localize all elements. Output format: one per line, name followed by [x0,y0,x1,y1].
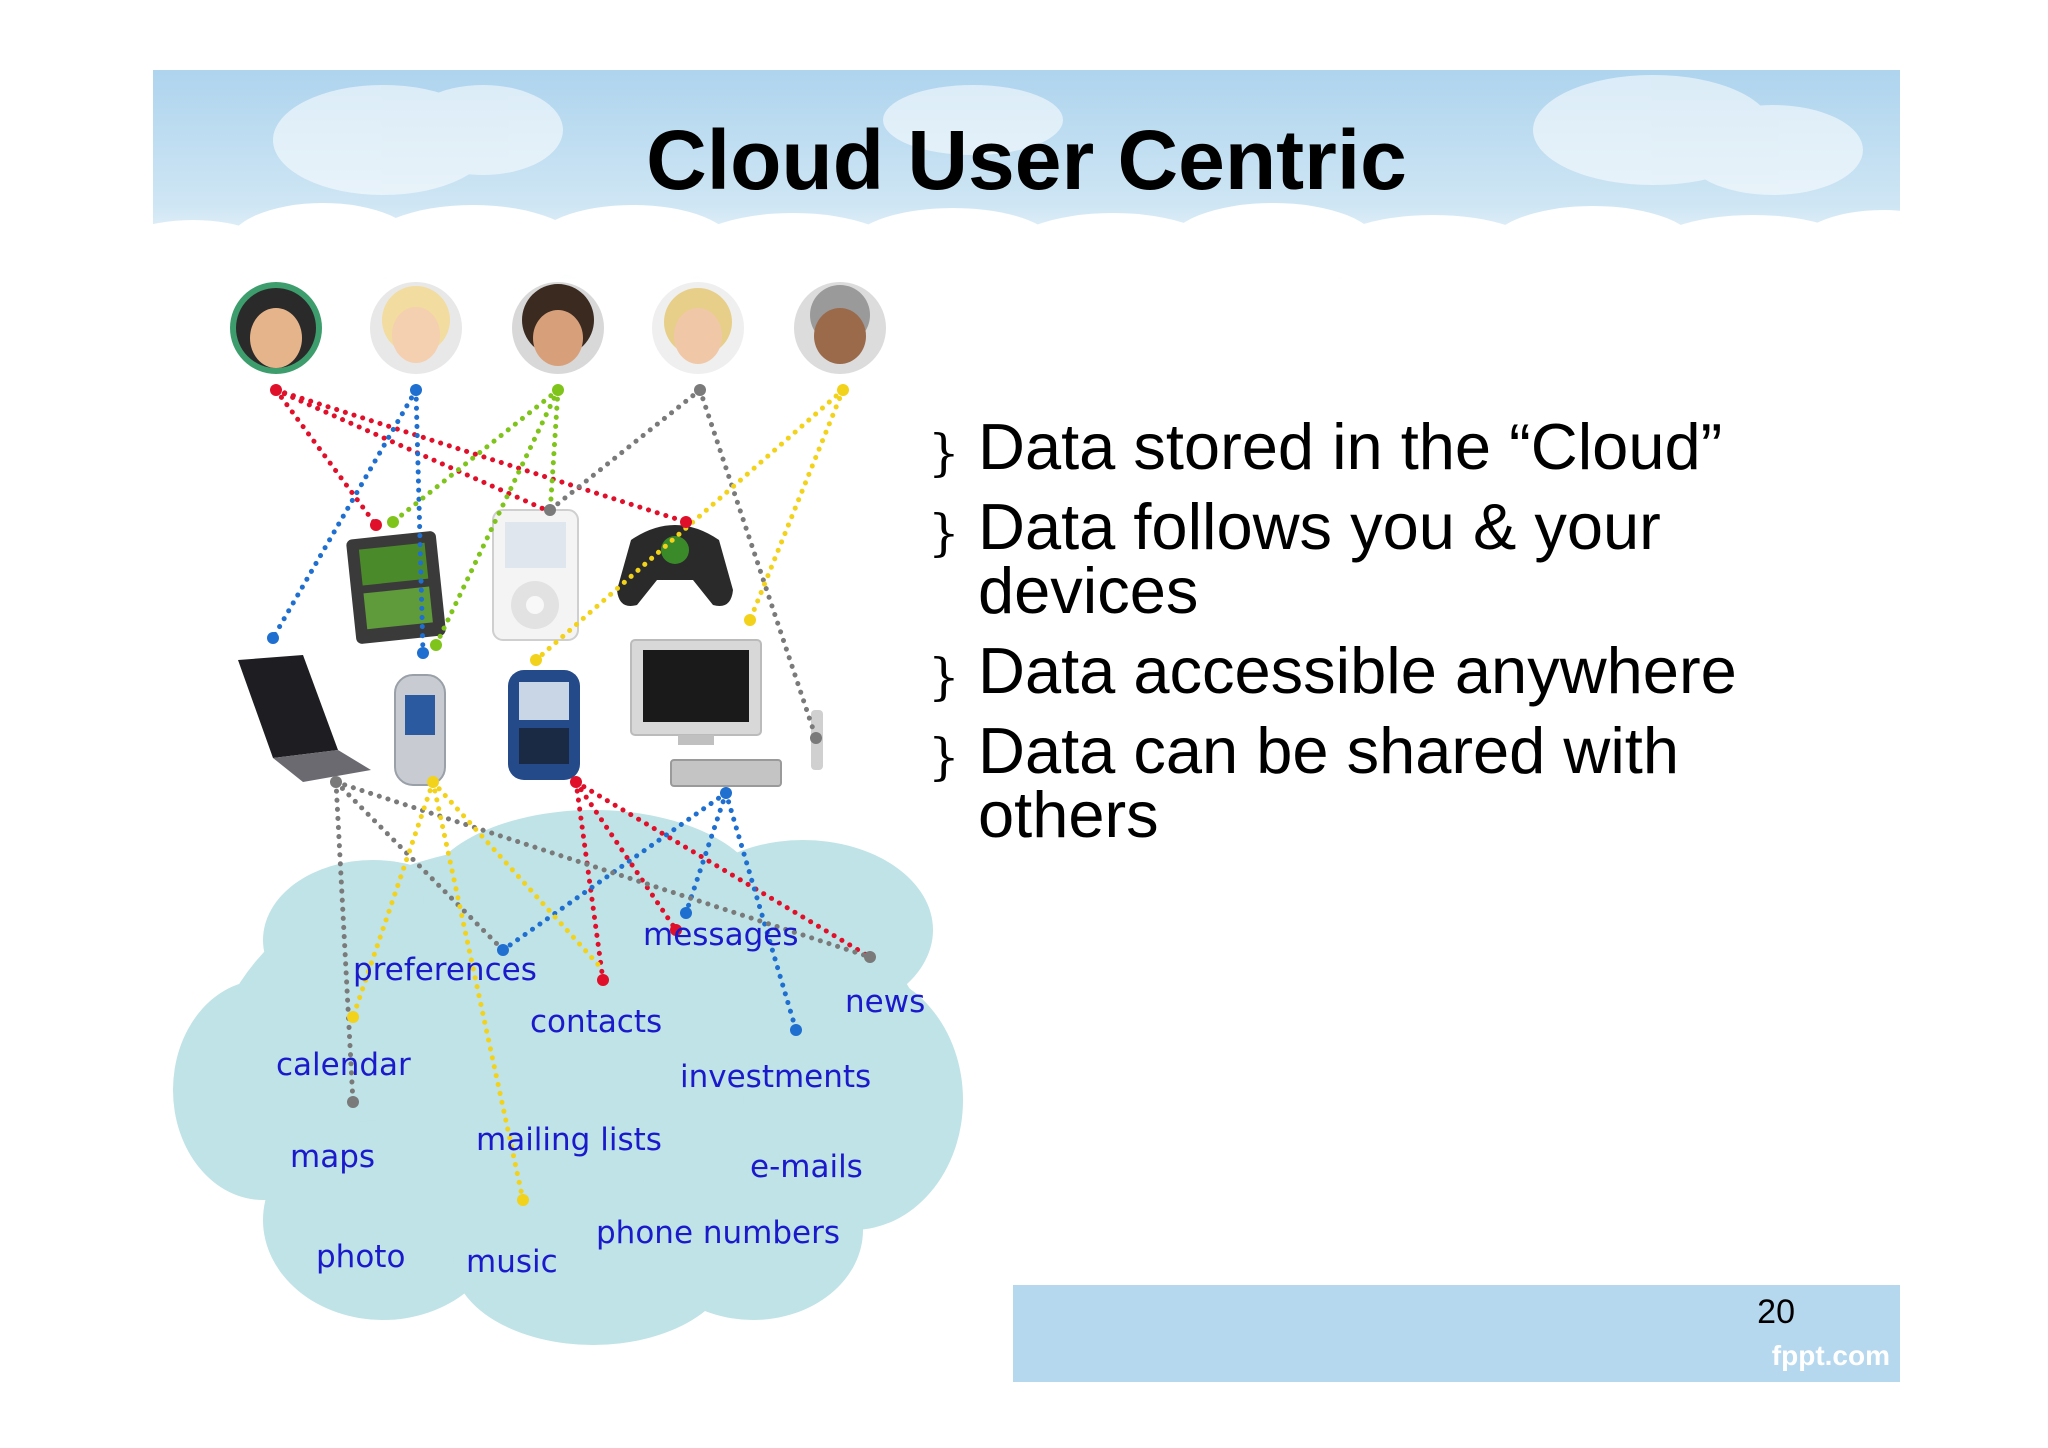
term-investments: investments [680,1059,871,1095]
term-messages: messages [643,917,798,953]
bullet-marker: } [928,648,960,706]
bullet-item: }Data accessible anywhere [928,638,1828,706]
devices [238,509,823,787]
tv-monitor-icon [630,639,762,745]
user-avatar-icon [230,282,322,374]
connector-dots [267,384,876,1206]
footer-logo: fppt.com [1771,1340,1890,1371]
user-avatar-icon [794,282,886,374]
flip-phone-icon [394,674,446,786]
user-avatars [230,282,886,374]
green-connectors [390,387,561,648]
red-connectors [273,387,873,983]
term-contacts: contacts [530,1004,662,1040]
bullet-marker: } [928,424,960,482]
sky-header-band [153,70,1900,280]
term-news: news [845,984,925,1020]
bullet-item: }Data stored in the “Cloud” [928,414,1828,482]
term-music: music [466,1244,558,1280]
term-preferences: preferences [353,952,537,988]
connectors [270,387,873,1203]
bullet-item: }Data follows you & your devices [928,494,1828,623]
footer-band: 20 fppt.com [1013,1285,1900,1382]
term-maps: maps [290,1139,375,1175]
bullet-marker: } [928,728,960,786]
bullet-marker: } [928,504,960,562]
user-avatar-icon [370,282,462,374]
cloud-terms: preferences messages news contacts calen… [276,917,925,1280]
gray-connectors [333,387,873,1105]
cloud-user-diagram: preferences messages news contacts calen… [173,282,963,1345]
yellow-connectors [350,387,846,1203]
bullet-item: }Data can be shared with others [928,718,1828,847]
user-avatar-icon [512,282,604,374]
ipod-icon [492,509,579,641]
bullet-text: Data follows you & your devices [978,490,1661,627]
term-phone-numbers: phone numbers [596,1215,840,1251]
laptop-icon [238,655,371,782]
bullet-text: Data stored in the “Cloud” [978,410,1723,483]
term-calendar: calendar [276,1047,411,1083]
game-handheld-icon [346,531,446,644]
game-controller-icon [617,525,733,606]
slide: Cloud User Centric [153,70,1900,1382]
bullet-text: Data accessible anywhere [978,634,1737,707]
term-mailing-lists: mailing lists [476,1122,662,1158]
bullet-list: }Data stored in the “Cloud” }Data follow… [928,414,1828,863]
bullet-text: Data can be shared with others [978,714,1679,851]
slide-title: Cloud User Centric [646,113,1407,207]
page-number: 20 [1757,1293,1795,1331]
user-avatar-icon [652,282,744,374]
smartphone-icon [508,670,580,780]
term-e-mails: e-mails [750,1149,863,1185]
term-photo: photo [316,1239,405,1275]
